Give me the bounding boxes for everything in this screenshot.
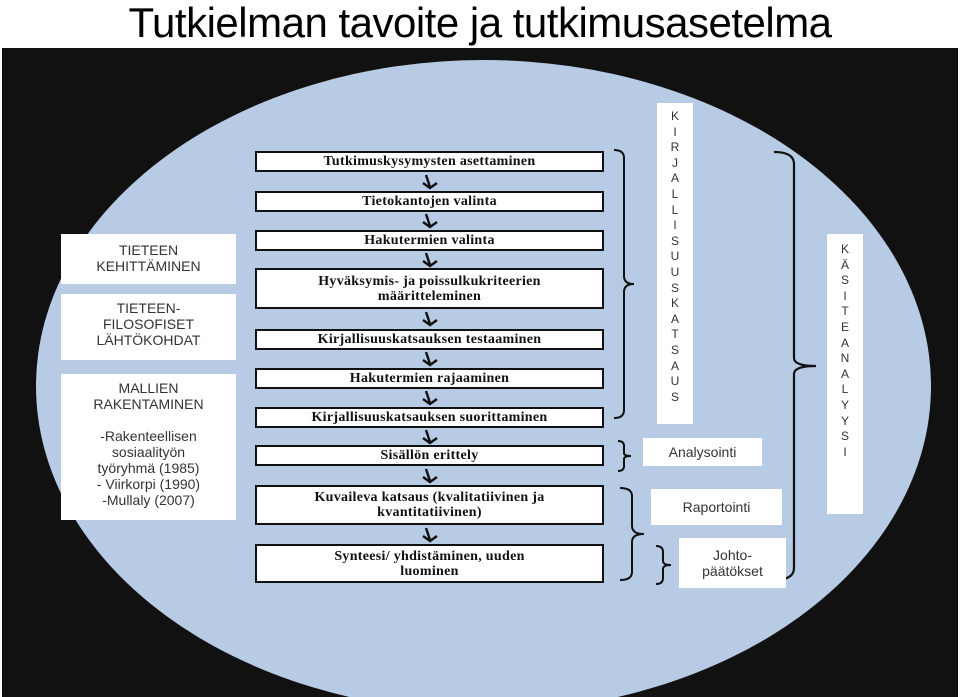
vertical-letter: T [841, 304, 849, 319]
vertical-letter: S [670, 342, 679, 357]
step-sisallon-erittely: Sisällön erittely [255, 445, 604, 466]
arrow-down-icon [422, 429, 438, 445]
text-line: MALLIEN [118, 380, 179, 396]
text-line: Hyväksymis- ja poissulkukriteerien [318, 273, 541, 289]
slide-title: Tutkielman tavoite ja tutkimusasetelma [128, 0, 832, 46]
vertical-letter: K [670, 109, 679, 123]
text-line: FILOSOFISET [102, 316, 194, 332]
bracket-kasiteanalyysi [773, 150, 817, 582]
text-line: Kirjallisuuskatsauksen suorittaminen [311, 410, 548, 425]
vertical-letter: L [671, 202, 679, 217]
text-line [65, 412, 232, 428]
step-tutkimuskysymysten-asettaminen: Tutkimuskysymysten asettaminen [255, 151, 604, 172]
text-line: -Rakenteellisen [100, 428, 197, 444]
step-kirjallisuuskatsauksen-suorittaminen: Kirjallisuuskatsauksen suorittaminen [255, 407, 604, 428]
text-line: Hakutermien valinta [364, 233, 495, 248]
text-line: Hakutermien rajaaminen [349, 371, 510, 386]
label-raportointi: Raportointi [651, 489, 782, 525]
text-line: - Viirkorpi (1990) [96, 476, 201, 492]
text-line: TIETEEN- [116, 300, 181, 316]
text-line: Kirjallisuuskatsauksen testaaminen [317, 332, 542, 347]
text-line: työryhmä (1985) [97, 460, 200, 476]
text-line: päätökset [702, 563, 763, 579]
vertical-letter: I [673, 218, 677, 233]
arrow-down-icon [422, 174, 438, 190]
vertical-letter: R [670, 140, 680, 155]
text-line: LÄHTÖKOHDAT [96, 332, 201, 348]
arrow-down-icon [422, 351, 438, 367]
bracket-johtopaatokset [655, 545, 672, 585]
text-line: sosiaalityön [111, 444, 186, 460]
arrow-down-icon [422, 311, 438, 327]
vertical-letter: I [673, 124, 677, 139]
vertical-letter: T [671, 327, 679, 342]
text-line: Synteesi/ yhdistäminen, uuden [334, 548, 525, 564]
vertical-letter: S [840, 429, 849, 444]
arrow-down-icon [422, 213, 438, 229]
text-line: TIETEEN [118, 242, 179, 258]
text-line: Johto- [713, 547, 752, 563]
text-line: luominen [400, 563, 459, 579]
vertical-letter: J [672, 155, 678, 170]
arrow-down-icon [422, 468, 438, 484]
label-analysointi: Analysointi [643, 438, 762, 466]
label-johtopaatokset: Johto-päätökset [679, 538, 786, 588]
vertical-letter: I [843, 288, 847, 303]
vertical-letter: K [670, 296, 679, 311]
vertical-letter: U [670, 249, 680, 264]
text-line: kvantitatiivinen) [377, 505, 482, 520]
vertical-letter: S [840, 273, 849, 288]
vertical-letter: I [843, 444, 847, 459]
vertical-letter: A [670, 171, 679, 186]
vertical-letter: N [840, 351, 850, 366]
arrow-down-icon [422, 252, 438, 268]
text-line: -Mullaly (2007) [102, 492, 195, 508]
arrow-down-icon [422, 527, 438, 543]
text-line: RAKENTAMINEN [93, 396, 204, 412]
vertical-letter: Y [840, 413, 849, 428]
vertical-letter: A [670, 311, 679, 326]
vertical-letter: Ä [840, 257, 849, 272]
arrow-down-icon [422, 390, 438, 406]
step-tietokantojen-valinta: Tietokantojen valinta [255, 191, 604, 212]
vertical-letter: A [840, 366, 849, 381]
bracket-raportointi [619, 487, 645, 581]
bracket-kirjallisuuskatsaus [613, 149, 635, 419]
vertical-letter: S [670, 280, 679, 295]
text-line: määritteleminen [377, 288, 482, 304]
vertical-letter: K [840, 242, 849, 256]
vertical-letter: U [670, 264, 680, 279]
vertical-letter: S [670, 233, 679, 248]
text-line: Analysointi [668, 444, 737, 460]
vertical-letter: L [841, 382, 849, 397]
step-hakutermien-rajaaminen: Hakutermien rajaaminen [255, 368, 604, 389]
text-line: KEHITTÄMINEN [96, 258, 201, 274]
vertical-letter: S [670, 389, 679, 404]
vertical-letter: L [671, 186, 679, 201]
step-kirjallisuuskatsauksen-testaaminen: Kirjallisuuskatsauksen testaaminen [255, 329, 604, 350]
step-hakutermien-valinta: Hakutermien valinta [255, 230, 604, 251]
text-line: Kuvaileva katsaus (kvalitatiivinen ja [314, 490, 545, 505]
text-line: Sisällön erittely [380, 448, 479, 463]
vertical-letter: A [670, 358, 679, 373]
vertical-letter: A [840, 335, 849, 350]
vertical-letter: E [840, 319, 849, 334]
bracket-analysointi [617, 440, 632, 472]
vertical-letter: Y [840, 397, 849, 412]
vertical-letter: U [670, 374, 680, 389]
text-line: Tutkimuskysymysten asettaminen [323, 154, 536, 169]
text-line: Raportointi [682, 499, 751, 515]
text-line: Tietokantojen valinta [362, 194, 497, 209]
